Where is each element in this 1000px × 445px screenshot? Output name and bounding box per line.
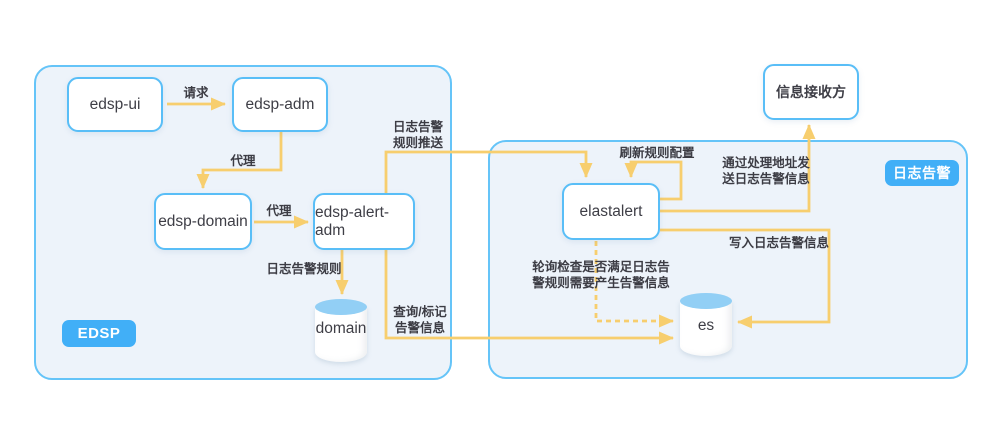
cylinder-top-ellipse [680, 293, 732, 309]
node-elastalert: elastalert [562, 183, 660, 240]
node-edsp-ui-label: edsp-ui [89, 95, 141, 113]
edge-rule-push-line [384, 150, 593, 193]
node-edsp-domain: edsp-domain [154, 193, 252, 250]
es-db-label: es [697, 317, 715, 334]
domain-db-label: domain [315, 320, 367, 337]
edge-label-query-mark: 查询/标记 告警信息 [393, 305, 447, 335]
edge-write-alert-line [660, 228, 831, 329]
domain-database-cylinder: domain [315, 299, 367, 362]
edsp-badge: EDSP [62, 320, 136, 347]
edge-label-proxy-2: 代理 [266, 204, 292, 218]
edge-label-send-via-addr: 通过处理地址发 送日志告警信息 [722, 156, 810, 186]
node-elastalert-label: elastalert [579, 202, 643, 220]
node-receiver: 信息接收方 [763, 64, 859, 120]
node-receiver-label: 信息接收方 [776, 84, 846, 100]
edge-proxy1-line [196, 132, 283, 189]
edge-refresh-rule-loop [624, 160, 683, 201]
node-edsp-adm-label: edsp-adm [245, 95, 315, 113]
edge-label-rule-push: 日志告警 规则推送 [392, 120, 443, 150]
node-edsp-adm: edsp-adm [232, 77, 328, 132]
edge-send-to-receiver-line [660, 124, 816, 213]
edge-label-refresh-rule: 刷新规则配置 [619, 146, 695, 160]
cylinder-top-ellipse [315, 299, 367, 315]
edge-label-write-alert: 写入日志告警信息 [728, 236, 829, 250]
cylinder-body [680, 301, 732, 356]
edge-query-mark-line [384, 250, 674, 345]
log-alert-badge-label: 日志告警 [893, 165, 951, 181]
edge-label-poll-check: 轮询检查是否满足日志告 警规则需要产生告警信息 [532, 260, 670, 290]
node-edsp-alert-adm: edsp-alert-adm [313, 193, 415, 250]
log-alert-badge: 日志告警 [885, 160, 959, 186]
edge-label-proxy-1: 代理 [230, 154, 256, 168]
node-edsp-ui: edsp-ui [67, 77, 163, 132]
cylinder-body [315, 307, 367, 362]
edsp-badge-label: EDSP [77, 325, 121, 342]
node-edsp-alert-adm-label: edsp-alert-adm [315, 203, 390, 239]
edge-label-log-alert-rule: 日志告警规则 [266, 262, 342, 276]
node-edsp-domain-label: edsp-domain [158, 212, 248, 230]
es-database-cylinder: es [680, 293, 732, 356]
edge-label-request: 请求 [183, 86, 209, 100]
